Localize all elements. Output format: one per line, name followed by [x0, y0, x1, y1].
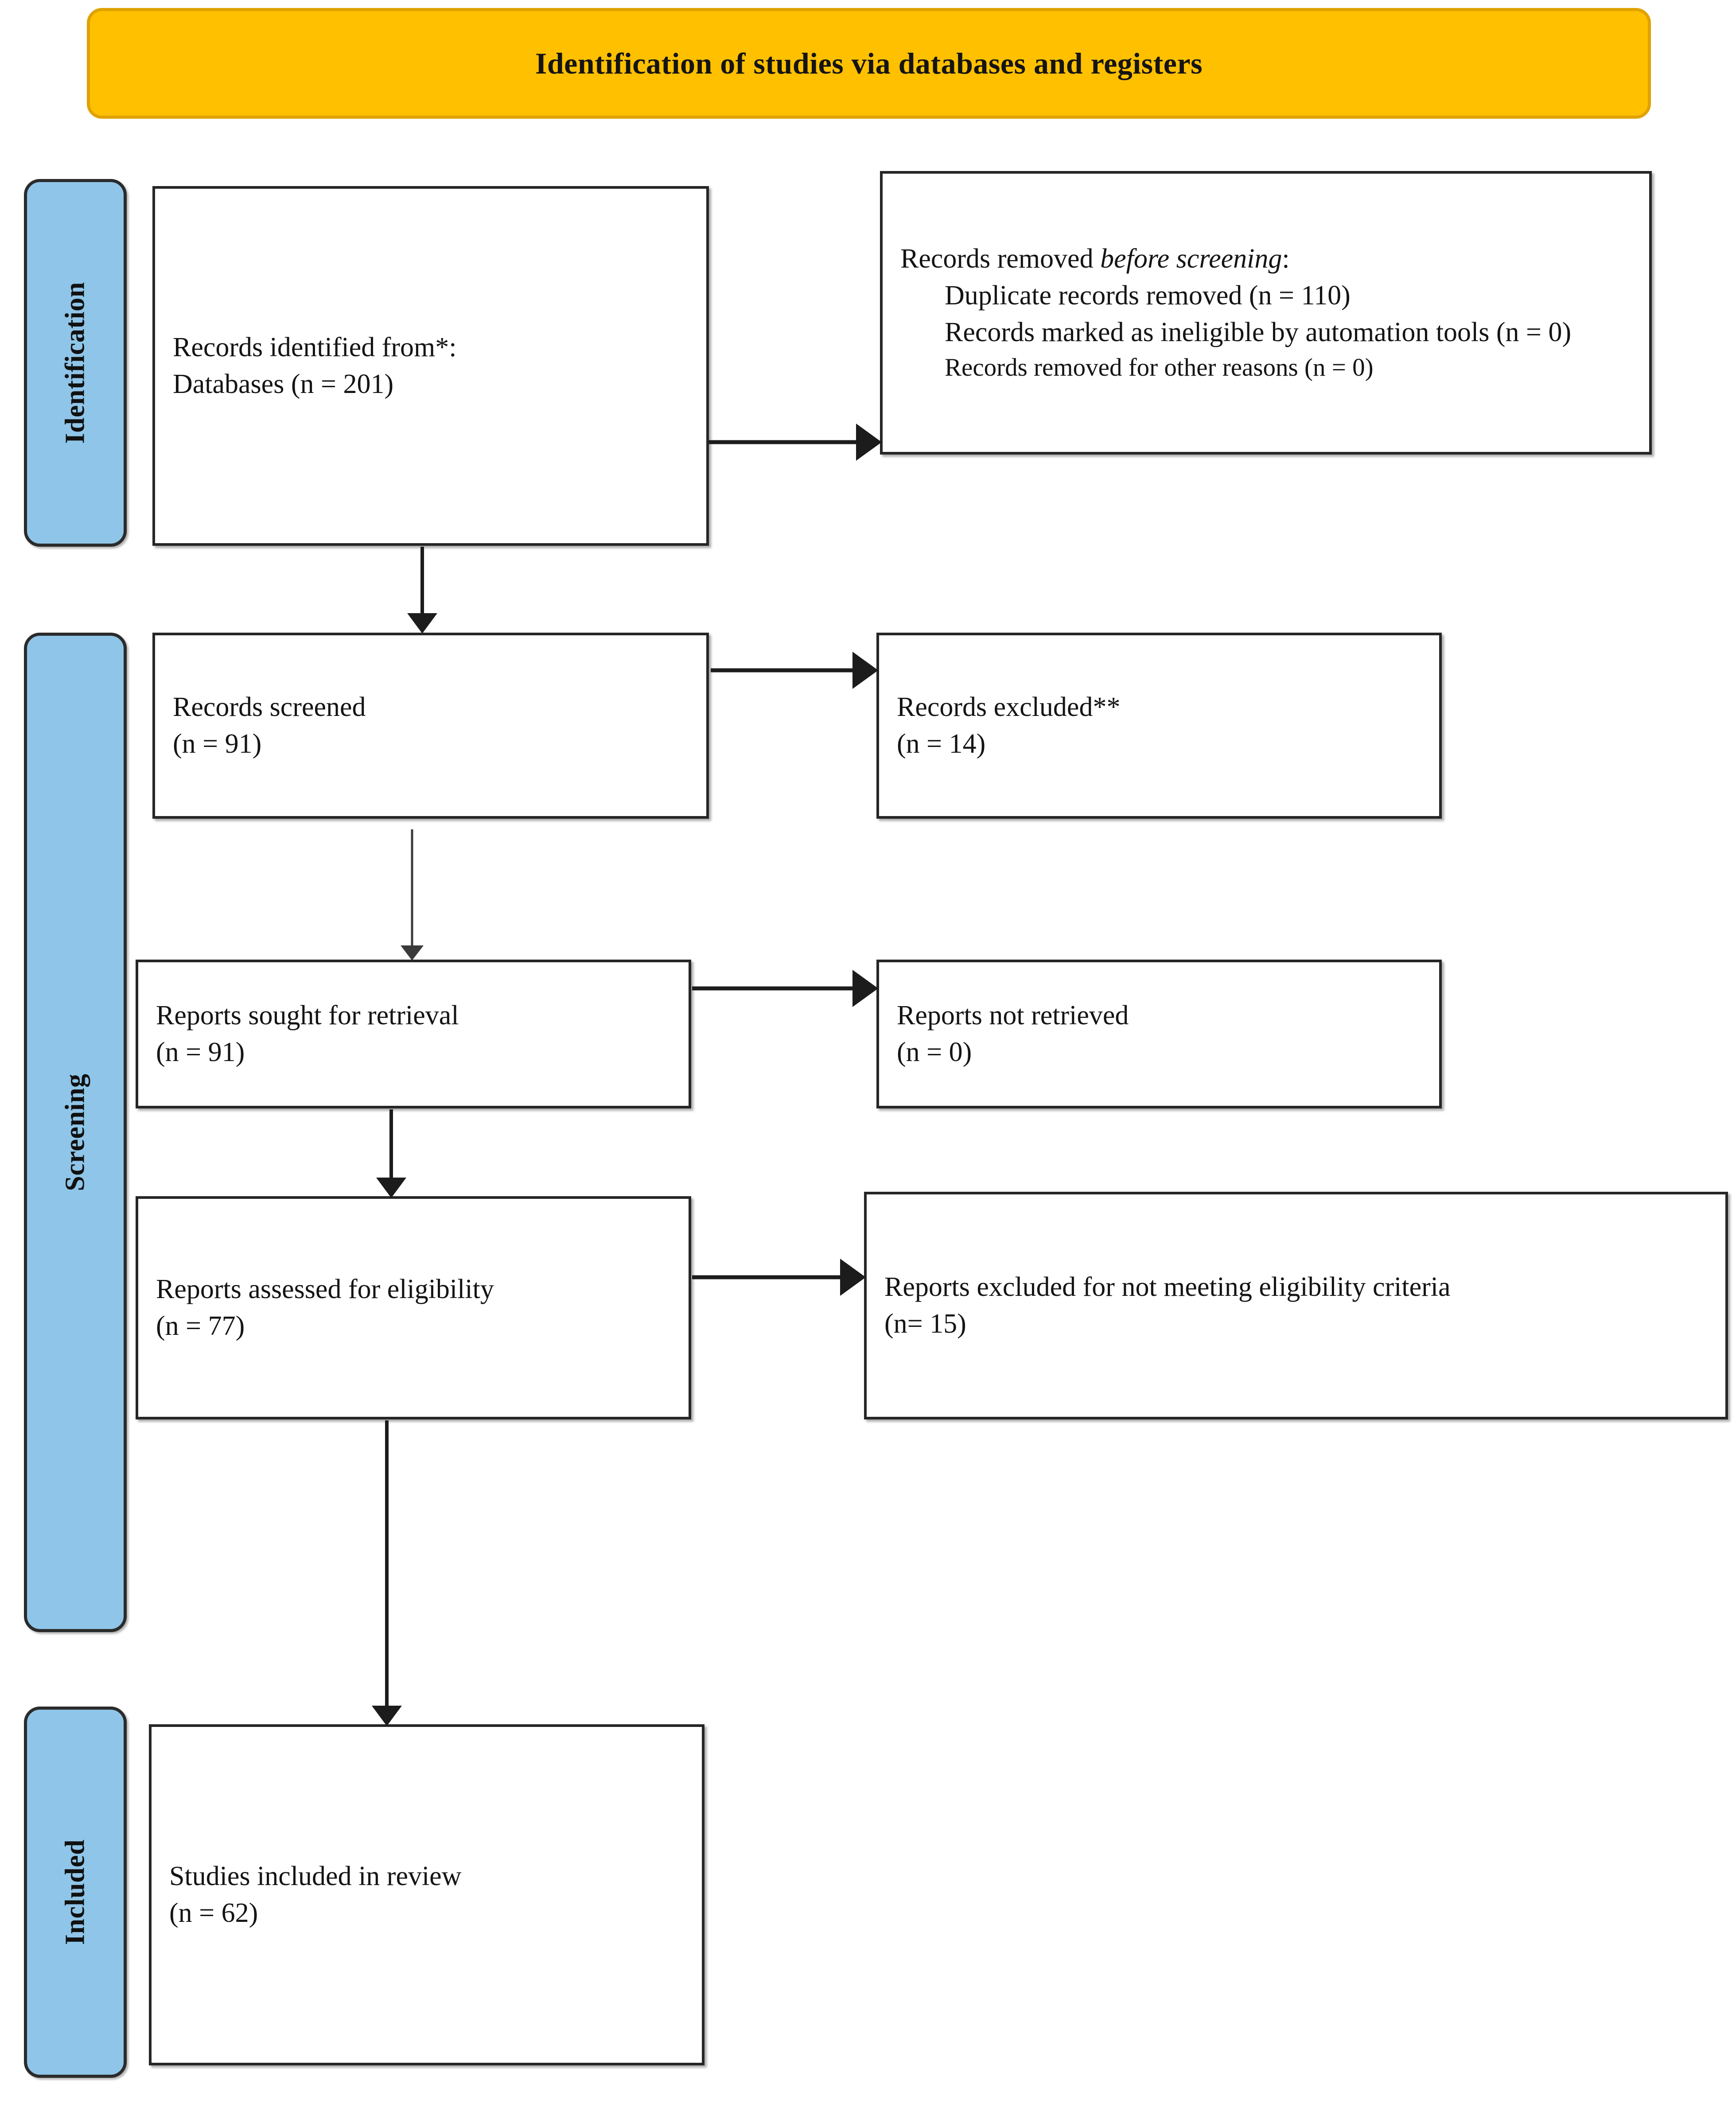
records-removed-heading-suffix: :: [1282, 244, 1290, 274]
records-screened-line1: Records screened: [173, 692, 366, 722]
box-records-identified: Records identified from*: Databases (n =…: [152, 186, 709, 546]
reports-sought-line2: (n = 91): [156, 1037, 245, 1067]
arrow-identified-to-screened-icon: [402, 547, 442, 634]
arrow-screened-to-sought-icon: [394, 829, 430, 960]
box-studies-included: Studies included in review (n = 62): [149, 1724, 705, 2065]
reports-not-retrieved-line2: (n = 0): [897, 1037, 972, 1067]
arrow-sought-to-not-retrieved-icon: [692, 969, 878, 1007]
stage-label-screening: Screening: [60, 1073, 90, 1191]
records-identified-line1: Records identified from*:: [173, 332, 457, 362]
studies-included-line2: (n = 62): [169, 1898, 258, 1928]
reports-sought-line1: Reports sought for retrieval: [156, 1000, 459, 1030]
box-reports-not-retrieved: Reports not retrieved (n = 0): [876, 960, 1442, 1108]
records-removed-item-automation: Records marked as ineligible by automati…: [945, 317, 1572, 348]
stage-bar-screening: Screening: [24, 633, 127, 1632]
box-reports-excluded-eligibility: Reports excluded for not meeting eligibi…: [864, 1192, 1728, 1419]
reports-excluded-eligibility-line2: (n= 15): [884, 1309, 966, 1339]
records-removed-item-other: Records removed for other reasons (n = 0…: [945, 354, 1374, 382]
reports-not-retrieved-line1: Reports not retrieved: [897, 1000, 1129, 1030]
arrow-screened-to-excluded-icon: [711, 651, 878, 689]
reports-excluded-eligibility-line1: Reports excluded for not meeting eligibi…: [884, 1271, 1451, 1302]
records-identified-line2: Databases (n = 201): [173, 369, 394, 399]
arrow-assessed-to-excluded-eligibility-icon: [692, 1258, 866, 1296]
box-records-screened: Records screened (n = 91): [152, 633, 709, 819]
box-records-excluded: Records excluded** (n = 14): [876, 633, 1442, 819]
stage-label-included: Included: [60, 1839, 90, 1945]
records-excluded-line1: Records excluded**: [897, 692, 1121, 722]
records-excluded-line2: (n = 14): [897, 729, 986, 759]
records-removed-heading: Records removed before screening:: [900, 241, 1631, 277]
stage-label-identification: Identification: [60, 282, 90, 444]
reports-assessed-line2: (n = 77): [156, 1311, 245, 1341]
reports-assessed-line1: Reports assessed for eligibility: [156, 1274, 494, 1304]
studies-included-line1: Studies included in review: [169, 1861, 462, 1891]
box-reports-assessed: Reports assessed for eligibility (n = 77…: [136, 1196, 691, 1419]
records-removed-heading-prefix: Records removed: [900, 244, 1101, 274]
arrow-identified-to-removed-icon: [709, 423, 882, 461]
box-reports-sought: Reports sought for retrieval (n = 91): [136, 960, 691, 1108]
box-records-removed: Records removed before screening: Duplic…: [880, 171, 1652, 455]
diagram-title: Identification of studies via databases …: [535, 46, 1203, 80]
records-screened-line2: (n = 91): [173, 729, 262, 759]
records-removed-item-duplicates: Duplicate records removed (n = 110): [945, 280, 1351, 311]
diagram-header-banner: Identification of studies via databases …: [87, 8, 1651, 119]
arrow-assessed-to-included-icon: [367, 1420, 407, 1726]
records-removed-heading-italic: before screening: [1100, 244, 1282, 274]
stage-bar-included: Included: [24, 1707, 127, 2078]
arrow-sought-to-assessed-icon: [371, 1109, 411, 1198]
stage-bar-identification: Identification: [24, 179, 127, 547]
